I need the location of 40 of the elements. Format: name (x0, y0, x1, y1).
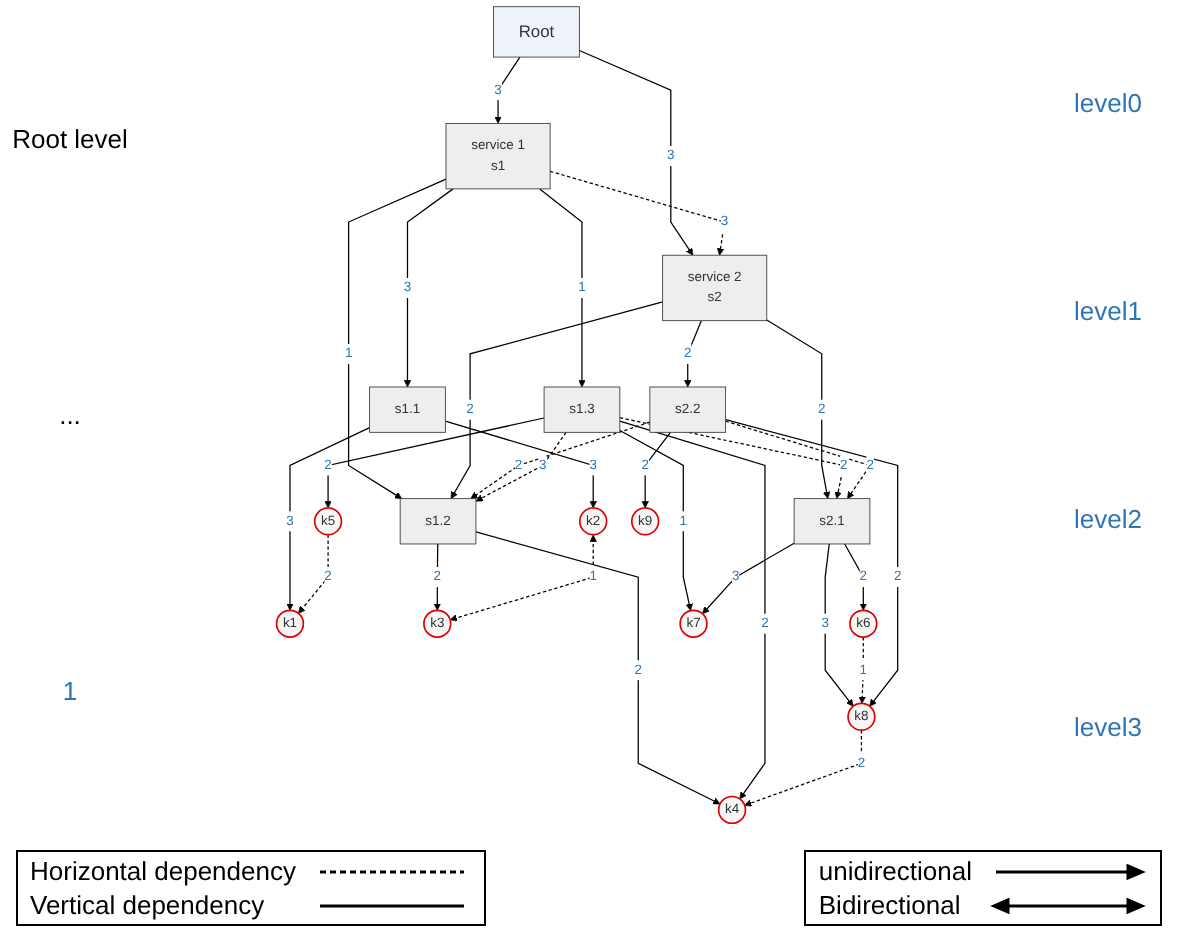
level-label: level0 (1074, 88, 1142, 119)
arrow (766, 319, 831, 499)
arrow (348, 178, 447, 499)
arrow (684, 320, 702, 388)
arrow (539, 188, 586, 388)
arrow (444, 420, 597, 509)
arrow (641, 431, 672, 509)
arrow (578, 49, 694, 256)
arrow (475, 431, 567, 502)
arrow (549, 170, 726, 256)
weight-number: 1 (62, 676, 78, 707)
arrow (744, 729, 863, 807)
arrow (619, 417, 845, 499)
arrow (844, 543, 867, 611)
level-label: level3 (1074, 711, 1142, 742)
arrow (725, 420, 872, 499)
arrow (286, 427, 371, 611)
arrow (475, 531, 721, 805)
ellipsis-label: ... (59, 399, 81, 430)
arrow (470, 421, 651, 499)
level-label: level2 (1074, 503, 1142, 534)
legend-text: Horizontal dependency (30, 856, 296, 886)
arrow (725, 419, 899, 707)
level-label: level1 (1074, 296, 1142, 327)
arrow (619, 420, 766, 800)
legend-text: Vertical dependency (30, 890, 265, 920)
arrow (702, 542, 795, 615)
legend-text: unidirectional (818, 856, 972, 886)
arrow (403, 188, 454, 388)
arrow (619, 429, 693, 611)
arrow (858, 636, 866, 704)
arrow (450, 301, 664, 499)
arrow (449, 534, 597, 622)
arrow (824, 543, 854, 707)
node-box: Root (493, 6, 580, 58)
arrow (298, 534, 329, 614)
arrow (324, 417, 545, 509)
level-label: Root level (12, 123, 128, 154)
arrow (494, 56, 521, 124)
legend-text: Bidirectional (818, 890, 961, 920)
